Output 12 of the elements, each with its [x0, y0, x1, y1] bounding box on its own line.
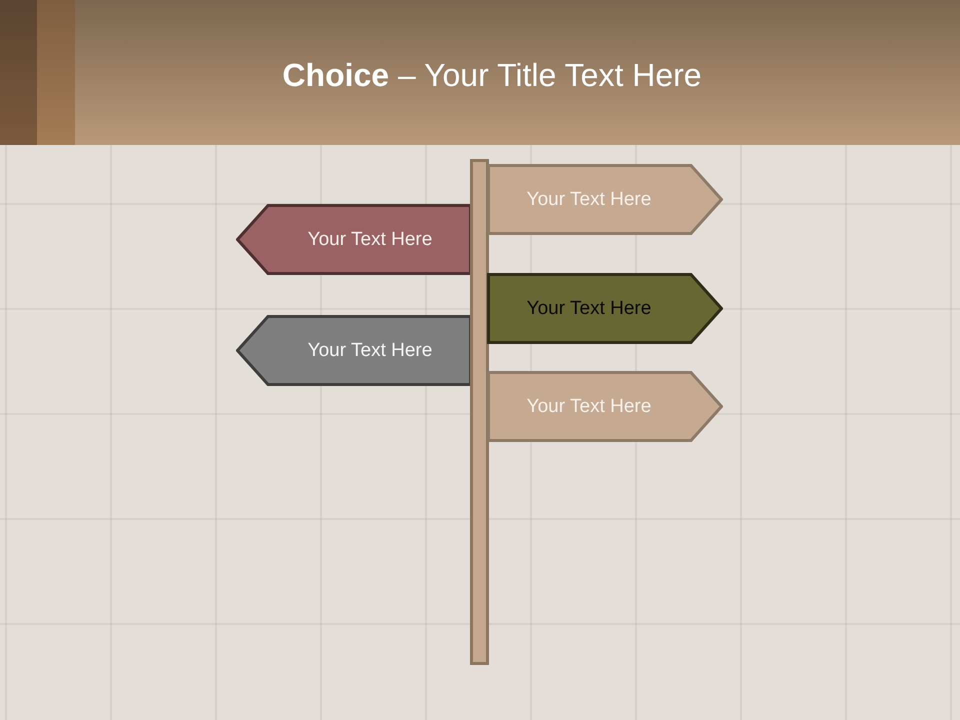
sign-label: Your Text Here [526, 188, 652, 210]
arrow-sign [487, 371, 723, 442]
arrow-sign [487, 164, 723, 235]
sign-label: Your Text Here [306, 228, 434, 250]
sign-label: Your Text Here [526, 298, 652, 320]
arrow-sign [236, 315, 472, 386]
arrow-sign [236, 204, 472, 275]
slide-title: Choice – Your Title Text Here [281, 56, 703, 95]
sign-post [470, 159, 489, 665]
arrow-sign [487, 273, 723, 344]
sign-label: Your Text Here [526, 396, 652, 418]
sign-label: Your Text Here [306, 340, 434, 362]
